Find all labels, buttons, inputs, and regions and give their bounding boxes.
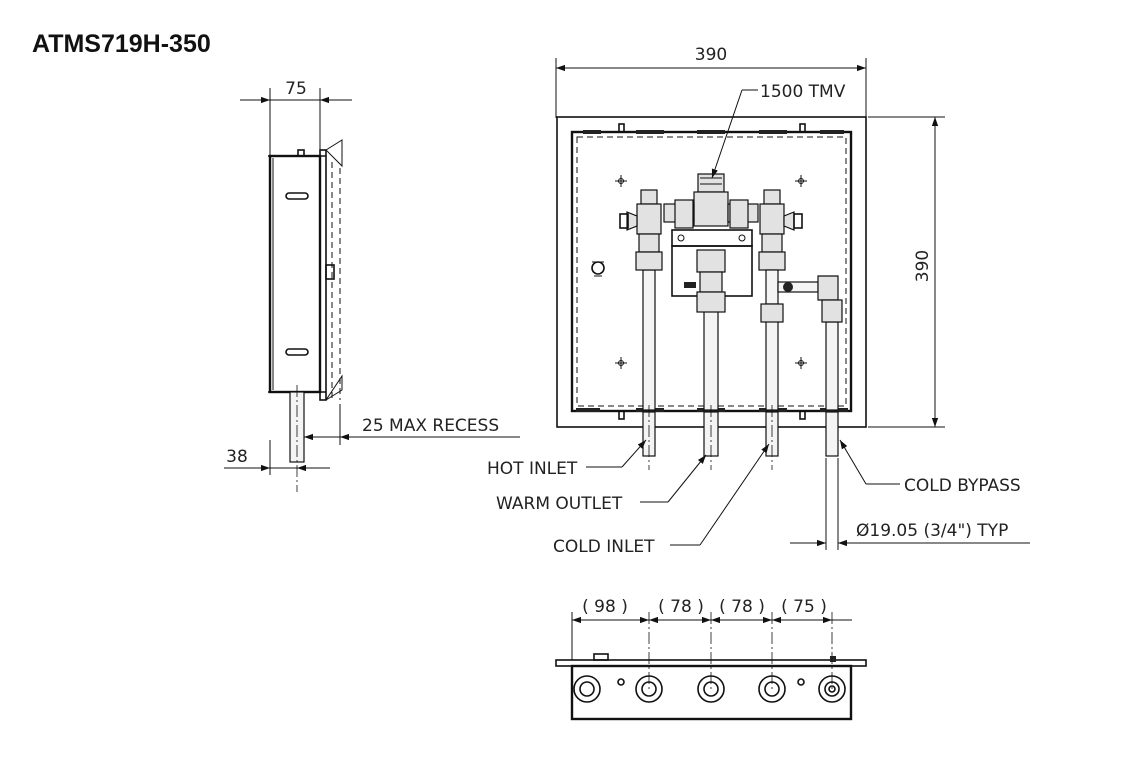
- spacing-3: ( 78 ): [719, 597, 765, 617]
- drawing-title: ATMS719H-350: [32, 30, 211, 58]
- cold-inlet-label: COLD INLET: [553, 537, 655, 557]
- spacing-2: ( 78 ): [658, 597, 704, 617]
- front-width-dim: 390: [695, 45, 727, 65]
- bottom-view: ( 98 ) ( 78 ) ( 78 ) ( 75 ): [555, 597, 867, 721]
- pipe-offset-dim: 38: [226, 447, 248, 467]
- pipe-diameter-label: Ø19.05 (3/4") TYP: [856, 521, 1008, 541]
- side-view: 75 25 MAX RECESS 38: [224, 79, 520, 492]
- tmv-label: 1500 TMV: [760, 82, 846, 102]
- recess-label: 25 MAX RECESS: [362, 416, 499, 436]
- hot-inlet-label: HOT INLET: [487, 459, 578, 479]
- spacing-4: ( 75 ): [781, 597, 827, 617]
- front-height-dim: 390: [913, 250, 933, 282]
- side-depth-dim: 75: [285, 79, 307, 99]
- spacing-1: ( 98 ): [582, 597, 628, 617]
- warm-outlet-label: WARM OUTLET: [496, 494, 623, 514]
- cold-bypass-label: COLD BYPASS: [904, 476, 1021, 496]
- front-view: 390 390: [487, 45, 1030, 557]
